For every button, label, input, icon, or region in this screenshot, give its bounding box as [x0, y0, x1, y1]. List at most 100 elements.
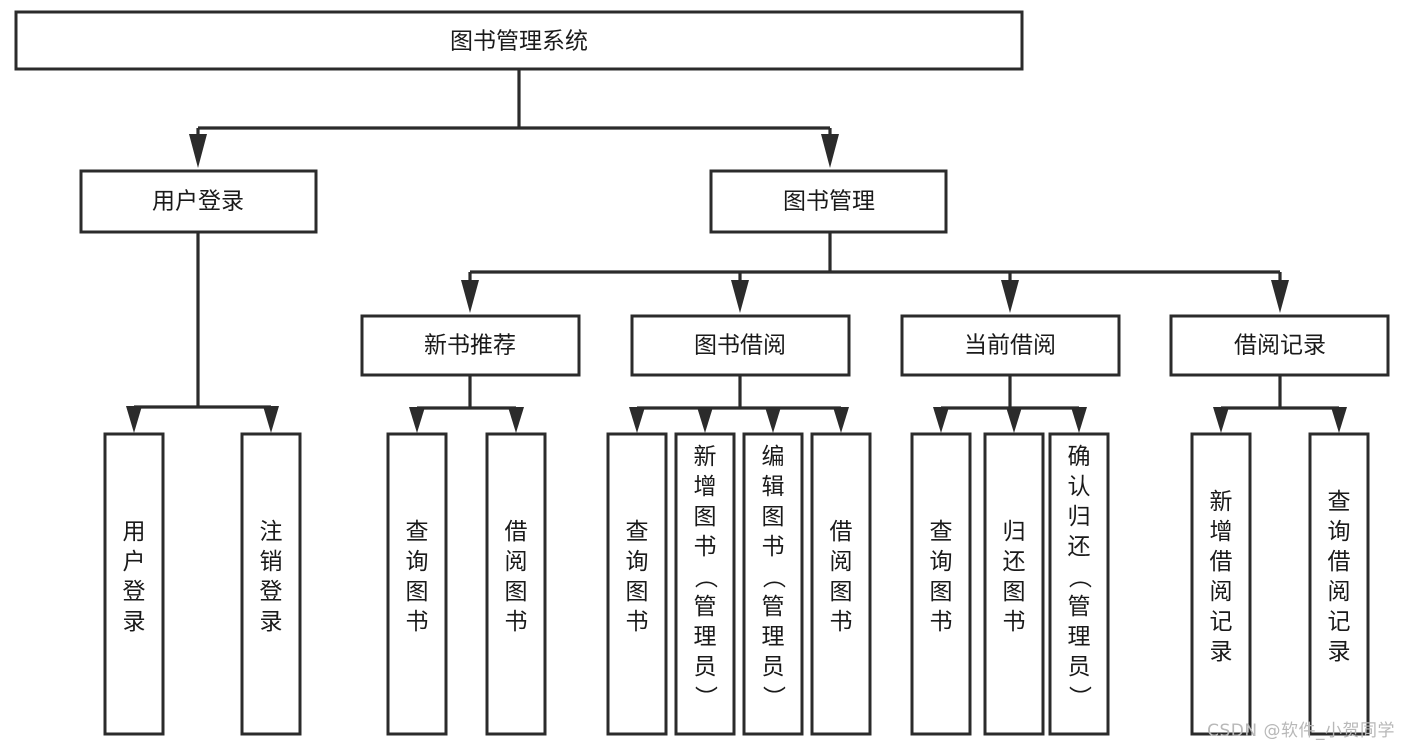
connector-layer	[126, 69, 1347, 433]
leaf-node-user-login[interactable]: 用户登录	[103, 432, 165, 736]
leaf-query-borrow-record-box[interactable]	[1308, 432, 1370, 736]
leaf-query-book-borrow-box[interactable]	[606, 432, 668, 736]
leaf-return-book-box[interactable]	[983, 432, 1045, 736]
node-current-borrow-box[interactable]	[900, 314, 1121, 377]
leaf-label-char: 登	[260, 579, 283, 605]
leaf-label-char: （	[692, 566, 718, 589]
leaf-label-char: 管	[762, 594, 785, 620]
leaf-label-char: 书	[1003, 609, 1026, 635]
leaf-add-borrow-record-box[interactable]	[1190, 432, 1252, 736]
arrowhead-leaf-query-book-current	[933, 407, 949, 433]
node-user-login-box[interactable]	[79, 169, 318, 234]
leaf-label-char: 理	[694, 624, 717, 650]
leaf-label-char: 借	[1210, 549, 1233, 575]
arrowhead-leaf-borrow-book-recommend	[508, 407, 524, 433]
node-book-management[interactable]: 图书管理	[709, 169, 948, 234]
leaf-label-char: 编	[762, 444, 785, 470]
arrowhead-leaf-query-borrow-record	[1331, 407, 1347, 433]
leaf-label-char: 员	[1068, 654, 1091, 680]
node-root-label: 图书管理系统	[450, 29, 588, 55]
leaf-label-char: 询	[406, 549, 429, 575]
leaf-label-char: 管	[694, 594, 717, 620]
leaf-borrow-book-box[interactable]	[810, 432, 872, 736]
node-root-box[interactable]	[14, 10, 1024, 71]
leaf-label-char: 录	[260, 609, 283, 635]
leaf-label-char: 图	[694, 504, 717, 530]
leaf-edit-book-admin-box[interactable]	[742, 432, 804, 736]
leaf-logout-box[interactable]	[240, 432, 302, 736]
node-book-management-box[interactable]	[709, 169, 948, 234]
leaf-borrow-book-recommend-box[interactable]	[485, 432, 547, 736]
node-book-borrow[interactable]: 图书借阅	[630, 314, 851, 377]
leaf-label-char: 书	[762, 534, 785, 560]
leaf-label-char: 归	[1003, 519, 1026, 545]
node-root[interactable]: 图书管理系统	[14, 10, 1024, 71]
leaf-label-char: 阅	[1210, 579, 1233, 605]
arrowhead-leaf-return-book	[1006, 407, 1022, 433]
leaf-label-char: 登	[123, 579, 146, 605]
leaf-label-char: 新	[694, 444, 717, 470]
node-user-login[interactable]: 用户登录	[79, 169, 318, 234]
leaf-query-book-current-box[interactable]	[910, 432, 972, 736]
leaf-label-char: 借	[830, 519, 853, 545]
leaf-label-char: 认	[1068, 474, 1091, 500]
node-book-borrow-box[interactable]	[630, 314, 851, 377]
leaf-label-char: 查	[626, 519, 649, 545]
leaf-label-char: 销	[260, 549, 283, 575]
leaf-label-char: 理	[1068, 624, 1091, 650]
leaf-label-char: 增	[694, 474, 717, 500]
arrowhead-leaf-add-borrow-record	[1213, 407, 1229, 433]
node-current-borrow[interactable]: 当前借阅	[900, 314, 1121, 377]
leaf-label-char: 员	[694, 654, 717, 680]
leaf-user-login-label-group: 用户登录	[123, 519, 146, 635]
node-new-book-recommend-label: 新书推荐	[424, 333, 516, 359]
leaf-label-char: 录	[1210, 639, 1233, 665]
arrowhead-new-book-recommend	[461, 280, 479, 313]
leaf-query-book-recommend-box[interactable]	[386, 432, 448, 736]
node-new-book-recommend[interactable]: 新书推荐	[360, 314, 581, 377]
leaf-label-char: 查	[1328, 489, 1351, 515]
arrowhead-leaf-query-book-recommend	[409, 407, 425, 433]
leaf-label-char: （	[760, 566, 786, 589]
node-new-book-recommend-box[interactable]	[360, 314, 581, 377]
leaf-label-char: 询	[626, 549, 649, 575]
arrowhead-book-management	[821, 134, 839, 168]
leaf-label-char: 理	[762, 624, 785, 650]
leaf-label-char: 图	[1003, 579, 1026, 605]
leaf-add-book-admin-box[interactable]	[674, 432, 736, 736]
leaf-label-char: 录	[1328, 639, 1351, 665]
leaf-label-char: 阅	[830, 549, 853, 575]
leaf-confirm-return-admin-box[interactable]	[1048, 432, 1110, 736]
csdn-watermark: CSDN @软件_小贺同学	[1207, 721, 1395, 741]
leaf-label-char: 图	[626, 579, 649, 605]
node-borrow-record[interactable]: 借阅记录	[1169, 314, 1390, 377]
leaf-label-char: ）	[1066, 686, 1092, 709]
leaf-user-login-box[interactable]	[103, 432, 165, 736]
leaf-label-char: 增	[1210, 519, 1233, 545]
leaf-label-char: 书	[830, 609, 853, 635]
leaf-label-char: 用	[123, 519, 146, 545]
leaf-label-char: 录	[123, 609, 146, 635]
leaf-label-char: 确	[1068, 444, 1091, 470]
arrowhead-current-borrow	[1001, 280, 1019, 313]
leaf-label-char: 还	[1068, 534, 1091, 560]
node-borrow-record-box[interactable]	[1169, 314, 1390, 377]
node-user-login-label: 用户登录	[152, 189, 244, 215]
